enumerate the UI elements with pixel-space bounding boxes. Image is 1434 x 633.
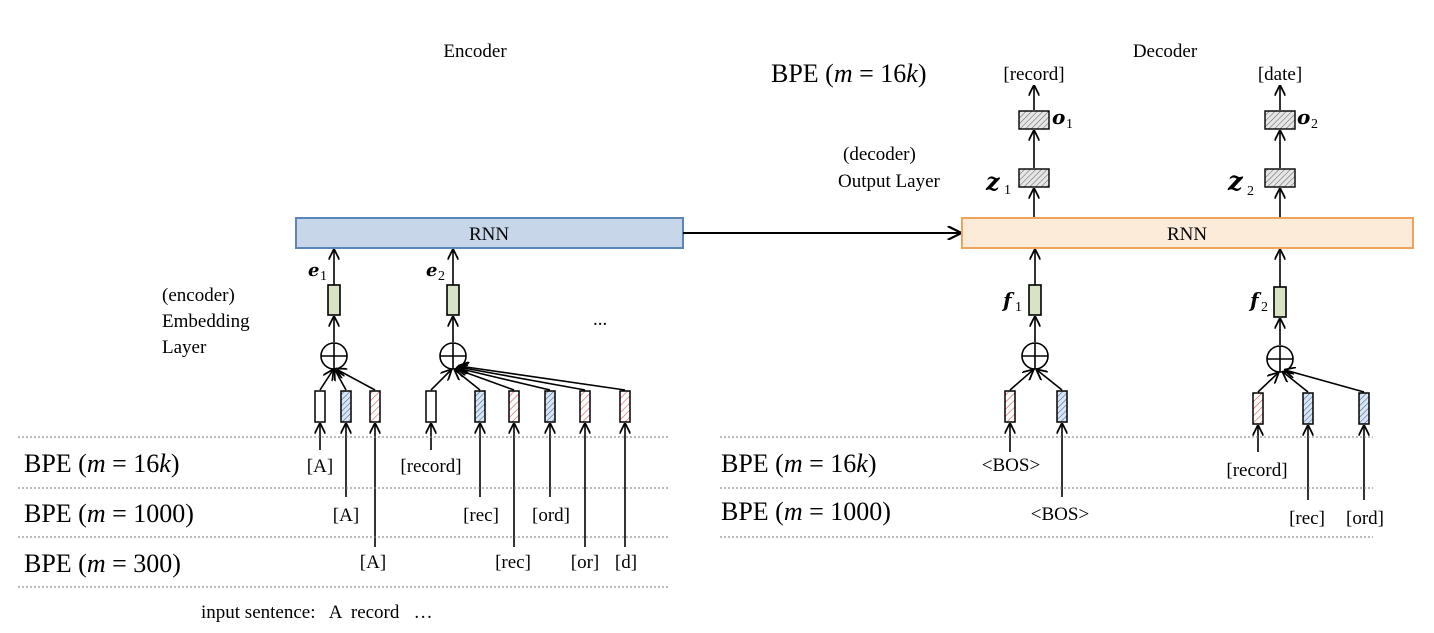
decoder-hidden-z1-symbol: z bbox=[985, 167, 1001, 196]
encoder-token: [rec] bbox=[495, 552, 531, 573]
decoder-output-vector-o2 bbox=[1264, 110, 1296, 130]
encoder-row-label-1000: BPE (m = 1000) bbox=[24, 499, 194, 528]
encoder-vector-e2-symbol: e bbox=[426, 260, 437, 281]
decoder-output-o1-symbol: o bbox=[1052, 105, 1065, 129]
decoder-token: [record] bbox=[1226, 460, 1287, 481]
encoder-row-label-300: BPE (m = 300) bbox=[24, 549, 181, 578]
decoder-output-o1-sub: 1 bbox=[1066, 117, 1073, 132]
decoder-hidden-vector-z1 bbox=[1018, 168, 1050, 188]
decoder-token: <BOS> bbox=[982, 455, 1040, 476]
encoder-token: [A] bbox=[307, 456, 333, 477]
token-vector-or-300 bbox=[579, 390, 591, 423]
encoder-rnn-label: RNN bbox=[469, 224, 509, 245]
decoder-hidden-z1-sub: 1 bbox=[1004, 183, 1011, 198]
token-vector-record-16k-dec bbox=[1252, 392, 1264, 425]
token-vector-A-1000 bbox=[340, 390, 352, 423]
decoder-rnn-box bbox=[961, 217, 1414, 249]
decoder-token: <BOS> bbox=[1031, 504, 1089, 525]
token-vector-BOS-16k bbox=[1004, 390, 1016, 423]
encoder-token: [ord] bbox=[532, 505, 570, 526]
token-vector-ord-1000-dec bbox=[1358, 392, 1370, 425]
encoder-layer-label-3: Layer bbox=[162, 337, 207, 358]
decoder-row-label-1000: BPE (m = 1000) bbox=[721, 497, 891, 526]
decoder-token: [rec] bbox=[1289, 508, 1325, 529]
decoder-hidden-z2-sub: 2 bbox=[1247, 184, 1254, 199]
decoder-hidden-z2-symbol: z bbox=[1227, 167, 1244, 197]
decoder-input-vector-f1 bbox=[1028, 284, 1042, 316]
encoder-layer-label-1: (encoder) bbox=[162, 285, 235, 306]
token-vector-ord-1000 bbox=[544, 390, 556, 423]
encoder-layer-label-2: Embedding bbox=[162, 311, 250, 332]
decoder-output-o2-sub: 2 bbox=[1311, 117, 1318, 132]
decoder-layer-label-1: (decoder) bbox=[843, 144, 916, 165]
decoder-output-token-2: [date] bbox=[1258, 64, 1302, 85]
encoder-token: [A] bbox=[333, 505, 359, 526]
token-vector-d-300 bbox=[619, 390, 631, 423]
encoder-token: [record] bbox=[400, 456, 461, 477]
encoder-vector-e1-symbol: e bbox=[308, 260, 319, 281]
encoder-ellipsis: ... bbox=[593, 309, 607, 330]
decoder-row-label-16k: BPE (m = 16k) bbox=[721, 449, 877, 478]
decoder-input-vector-f2 bbox=[1273, 286, 1287, 318]
encoder-row-label-16k: BPE (m = 16k) bbox=[24, 449, 180, 478]
decoder-token: [ord] bbox=[1346, 508, 1384, 529]
token-vector-rec-300 bbox=[508, 390, 520, 423]
decoder-layer-label-2: Output Layer bbox=[838, 171, 941, 192]
token-vector-rec-1000 bbox=[474, 390, 486, 423]
token-vector-A-300 bbox=[369, 390, 381, 423]
encoder-rnn-box bbox=[295, 217, 684, 249]
decoder-output-bpe-label: BPE (m = 16k) bbox=[771, 59, 927, 88]
token-vector-BOS-1000 bbox=[1056, 390, 1068, 423]
decoder-output-o2-symbol: o bbox=[1297, 105, 1310, 129]
decoder-input-f2-sub: 2 bbox=[1261, 300, 1268, 315]
decoder-input-f2-symbol: f bbox=[1248, 288, 1262, 312]
encoder-token: [or] bbox=[571, 552, 599, 573]
encoder-vector-e2-sub: 2 bbox=[438, 269, 445, 284]
token-vector-record-16k bbox=[425, 390, 437, 423]
encoder-token: [A] bbox=[360, 552, 386, 573]
encoder-embedding-e1 bbox=[327, 284, 341, 316]
decoder-title: Decoder bbox=[1133, 41, 1198, 62]
decoder-output-token-1: [record] bbox=[1003, 64, 1064, 85]
encoder-token: [rec] bbox=[463, 505, 499, 526]
decoder-input-f1-symbol: f bbox=[1001, 288, 1015, 312]
encoder-token: [d] bbox=[615, 552, 637, 573]
encoder-embedding-e2 bbox=[446, 284, 460, 316]
input-sentence: input sentence: A record … bbox=[201, 602, 433, 623]
decoder-output-vector-o1 bbox=[1018, 110, 1050, 130]
decoder-hidden-vector-z2 bbox=[1264, 168, 1296, 188]
encoder-vector-e1-sub: 1 bbox=[320, 269, 327, 284]
token-vector-A-16k bbox=[314, 390, 326, 423]
token-vector-rec-1000-dec bbox=[1302, 392, 1314, 425]
encoder-title: Encoder bbox=[443, 41, 507, 62]
decoder-input-f1-sub: 1 bbox=[1015, 300, 1022, 315]
decoder-rnn-label: RNN bbox=[1167, 224, 1207, 245]
